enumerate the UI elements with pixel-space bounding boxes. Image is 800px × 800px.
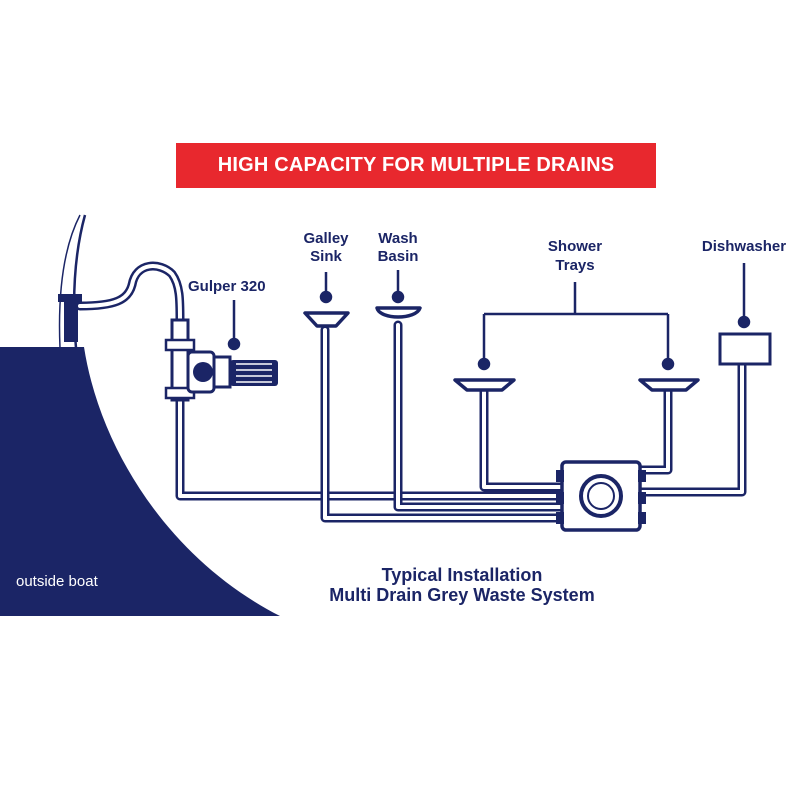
shower-label-line2: Trays (555, 257, 594, 274)
dishwasher-label: Dishwasher (702, 238, 786, 255)
outside-boat-label: outside boat (16, 573, 99, 590)
shower-label-line1: Shower (548, 238, 602, 255)
gulper-label: Gulper 320 (188, 278, 266, 295)
grey-waste-sump (556, 460, 646, 532)
gulper-pump (164, 318, 278, 402)
banner-text: HIGH CAPACITY FOR MULTIPLE DRAINS (217, 154, 615, 176)
through-hull-flange (58, 294, 82, 302)
wash-basin (375, 306, 422, 319)
galley-sink (303, 311, 350, 328)
leader-lines (227, 263, 751, 371)
caption-line2: Multi Drain Grey Waste System (329, 585, 594, 605)
wash-label-line1: Wash (378, 230, 417, 247)
shower-tray-right (638, 378, 700, 392)
shower-tray-left (453, 378, 516, 392)
caption-line1: Typical Installation (382, 565, 543, 585)
drain-pipes (175, 320, 747, 523)
galley-label-line2: Sink (310, 248, 342, 265)
hull-outline-inner (58, 214, 81, 349)
boat-hull (0, 347, 280, 616)
galley-label-line1: Galley (303, 230, 349, 247)
outlet-hose-highlight (78, 264, 182, 322)
wash-label-line2: Basin (378, 248, 419, 265)
through-hull-fitting (64, 298, 78, 342)
title-banner: HIGH CAPACITY FOR MULTIPLE DRAINS (176, 143, 656, 188)
dishwasher-unit (718, 332, 772, 366)
